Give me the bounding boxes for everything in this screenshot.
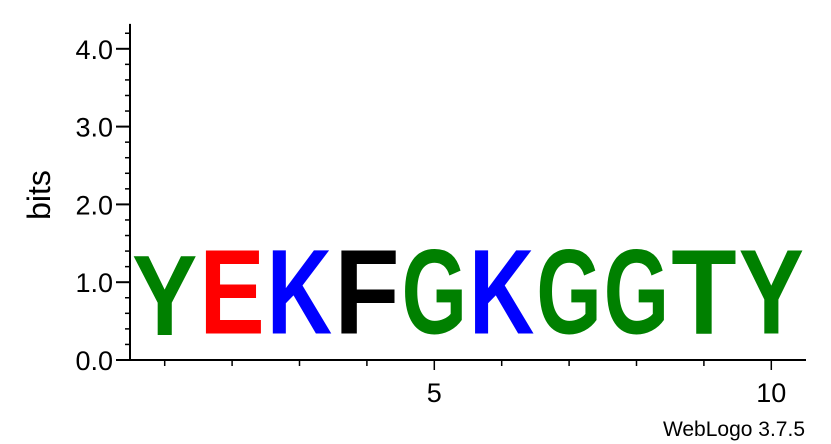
- x-tick-label: 5: [427, 378, 442, 408]
- y-tick-label: 3.0: [75, 113, 113, 143]
- logo-letter: K: [469, 224, 534, 360]
- weblogo-credit: WebLogo 3.7.5: [663, 418, 805, 441]
- logo-letter: G: [604, 225, 669, 360]
- logo-letter: E: [199, 225, 264, 360]
- logo-letter: Y: [739, 225, 804, 360]
- logo-letter-glyph: K: [267, 224, 332, 360]
- logo-letter-glyph: Y: [132, 231, 197, 360]
- y-axis-label: bits: [21, 170, 57, 220]
- logo-letter-glyph: G: [402, 225, 467, 360]
- logo-letter: G: [536, 225, 601, 360]
- y-tick-label: 0.0: [75, 346, 113, 376]
- logo-letter-glyph: F: [334, 225, 399, 359]
- logo-letter-glyph: G: [536, 225, 601, 360]
- logo-letter: F: [334, 225, 399, 359]
- logo-letter-glyph: T: [671, 225, 736, 359]
- logo-letter: T: [671, 225, 736, 359]
- logo-letter-glyph: E: [199, 225, 264, 360]
- logo-letter-glyph: G: [604, 225, 669, 360]
- logo-letter: Y: [132, 231, 197, 360]
- logo-letter-glyph: K: [469, 224, 534, 360]
- x-tick-label: 10: [756, 378, 786, 408]
- logo-letter: K: [267, 224, 332, 360]
- y-tick-label: 2.0: [75, 190, 113, 220]
- y-tick-label: 1.0: [75, 268, 113, 298]
- y-tick-label: 4.0: [75, 35, 113, 65]
- logo-letter-glyph: Y: [739, 225, 804, 360]
- axes-layer: 0.0 1.0 2.0 3.0 4.0 5 10: [75, 23, 806, 408]
- logo-letter: G: [402, 225, 467, 360]
